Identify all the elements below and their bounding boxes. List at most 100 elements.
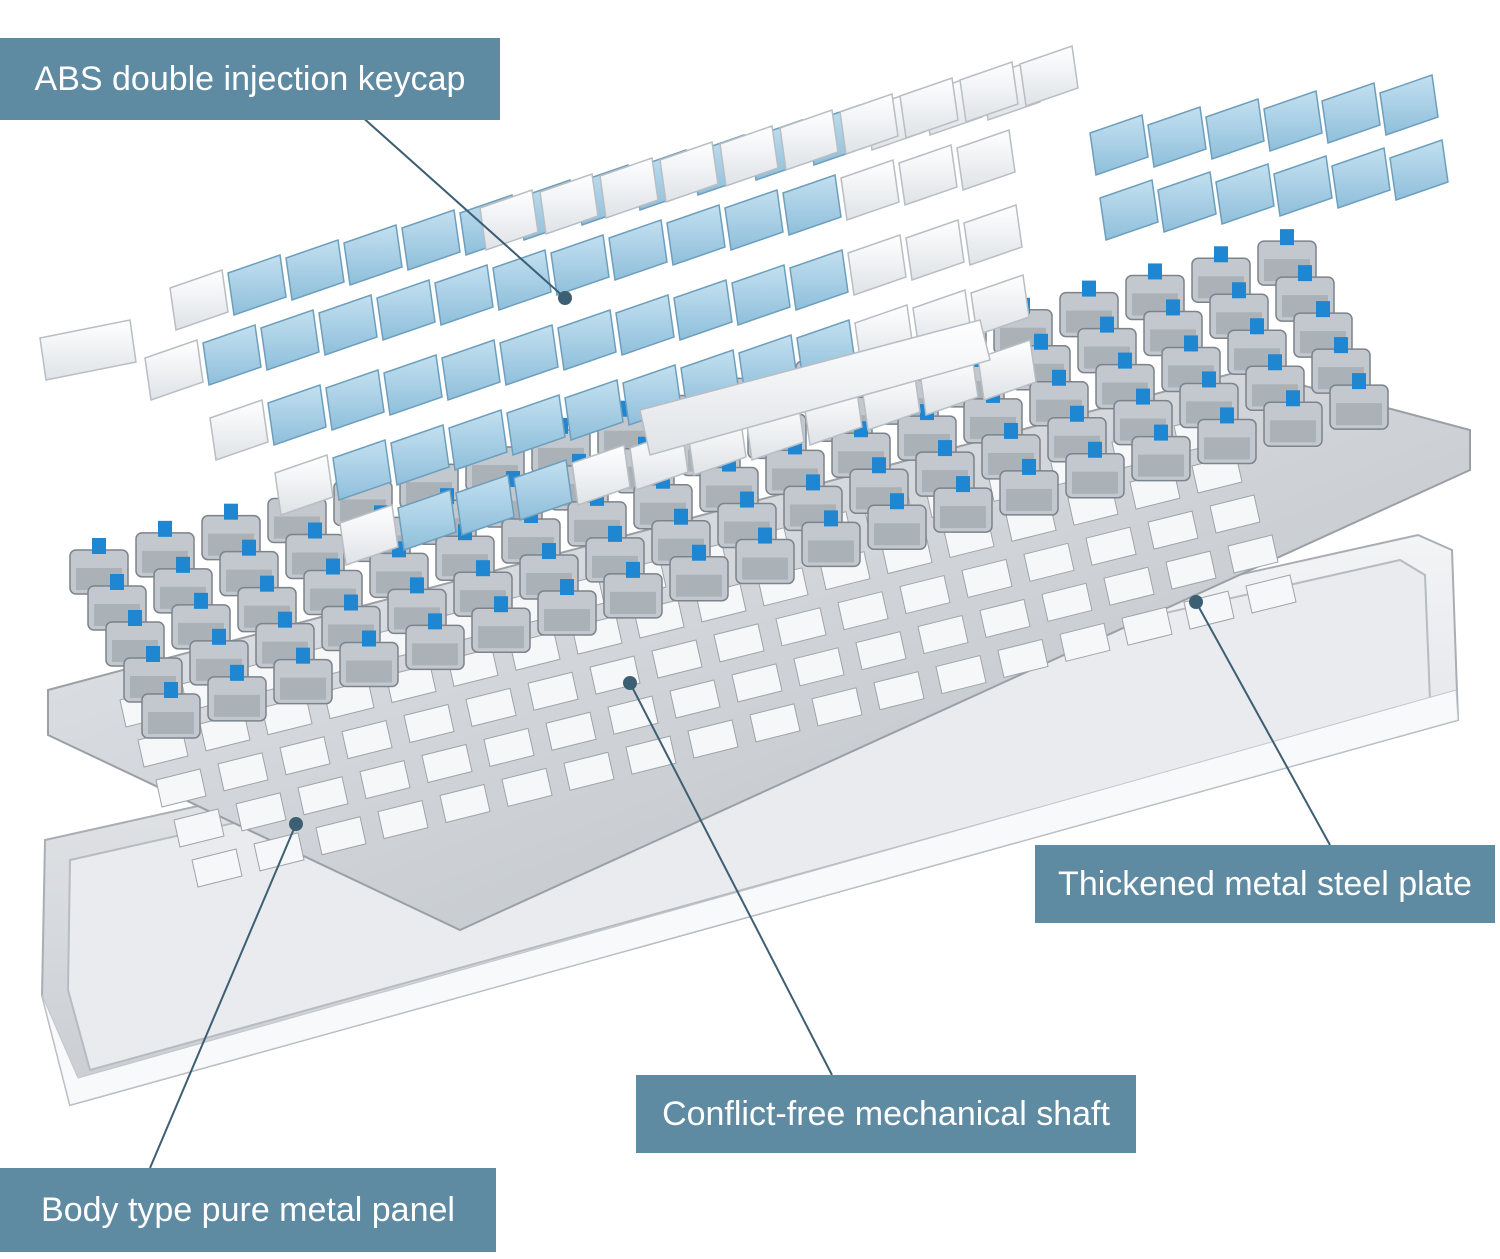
blue-keycap (318, 293, 378, 357)
plate-cutout (731, 663, 783, 703)
plate-cutout (1085, 526, 1137, 566)
plate-cutout (687, 719, 739, 759)
plate-cutout (173, 808, 225, 848)
leader-keycap (359, 114, 566, 299)
white-keycap (659, 140, 719, 204)
mechanical-switch (669, 544, 729, 602)
blue-keycap (724, 188, 784, 252)
white-keycap (39, 319, 137, 381)
plate-cutout (1103, 566, 1155, 606)
mechanical-switch (867, 493, 927, 550)
blue-keycap (1389, 138, 1449, 202)
blue-keycap (550, 233, 610, 297)
spacebar-keycap (639, 319, 991, 456)
blue-keycap (615, 293, 675, 357)
blue-keycap (397, 488, 457, 552)
white-keycap (539, 172, 599, 236)
mechanical-switch (1131, 424, 1191, 482)
plate-cutout (793, 647, 845, 687)
plate-cutout (527, 671, 579, 711)
plate-cutout (1121, 606, 1173, 646)
plate-cutout (935, 654, 987, 695)
plate-cutout (465, 687, 517, 728)
plate-cutout (483, 727, 535, 768)
blue-keycap (1157, 170, 1217, 234)
white-keycap (339, 503, 399, 567)
white-keycap (779, 108, 839, 172)
leader-lines (149, 114, 1331, 1169)
mechanical-switch (207, 664, 267, 722)
blue-keycap (731, 263, 791, 327)
plate-cutout (899, 574, 951, 615)
plate-cutout (279, 736, 331, 776)
plate-cutout (191, 848, 243, 888)
white-keycap (1019, 44, 1079, 108)
plate-cutout (855, 631, 907, 671)
blue-keycap (506, 393, 566, 457)
plate-cutout (501, 767, 553, 808)
mechanical-switch (273, 647, 333, 705)
plate-cutout (1041, 582, 1093, 622)
leader-panel (149, 823, 297, 1169)
plate-cutout (1059, 622, 1111, 662)
mechanical-switch (1329, 373, 1389, 430)
white-keycap (977, 338, 1037, 402)
plate-cutout (217, 752, 269, 792)
white-keycap (847, 233, 907, 297)
blue-keycap (202, 323, 262, 387)
blue-keycap (1089, 113, 1149, 177)
blue-keycap (455, 473, 515, 537)
callout-metal-panel: Body type pure metal panel (0, 1168, 496, 1252)
blue-keycap (434, 263, 494, 327)
mechanical-switch (1125, 263, 1185, 321)
leader-plate (1195, 601, 1331, 846)
blue-keycap (608, 218, 668, 282)
plate-cutout (961, 558, 1013, 599)
blue-keycap (285, 238, 345, 302)
white-keycap (571, 443, 631, 507)
mechanical-switch (537, 579, 597, 636)
white-keycap (840, 158, 900, 222)
plate-cutout (1227, 534, 1279, 574)
blue-keycap (1215, 162, 1275, 226)
plate-cutout (669, 679, 721, 719)
steel-plate (47, 368, 1471, 932)
blue-keycap (564, 378, 624, 442)
white-keycap (956, 128, 1016, 192)
blue-keycap (673, 278, 733, 342)
plate-cutout (749, 703, 801, 743)
mechanical-switch (69, 538, 129, 595)
blue-keycap (492, 248, 552, 312)
white-keycap (959, 60, 1019, 124)
white-keycap (169, 268, 229, 332)
plate-cutout (563, 751, 615, 791)
mechanical-switch (1263, 390, 1323, 448)
white-keycap (274, 453, 334, 517)
blue-keycap (782, 173, 842, 237)
plate-cutout (1165, 550, 1217, 590)
keycap-layer (39, 44, 1449, 567)
mechanical-switch (585, 525, 645, 583)
plate-cutout (917, 614, 969, 655)
blue-keycap (1379, 73, 1439, 137)
blue-keycap (1331, 146, 1391, 210)
white-keycap (599, 156, 659, 220)
plate-cutout (403, 703, 455, 744)
white-keycap (898, 143, 958, 207)
plate-cutout (625, 735, 677, 775)
mechanical-switch (933, 476, 993, 533)
plate-cutout (997, 638, 1049, 679)
plate-cutout (439, 783, 491, 824)
blue-keycap (1147, 105, 1207, 169)
keyboard-case (40, 533, 1460, 1107)
blue-keycap (267, 383, 327, 447)
plate-cutout (607, 695, 659, 735)
plate-cutout (235, 792, 287, 832)
plate-cutout (713, 623, 765, 663)
plate-cutout (253, 832, 305, 872)
blue-keycap (1263, 89, 1323, 153)
plate-cutout (359, 760, 411, 800)
callout-keycap: ABS double injection keycap (0, 38, 500, 120)
blue-keycap (1273, 154, 1333, 218)
blue-keycap (390, 423, 450, 487)
